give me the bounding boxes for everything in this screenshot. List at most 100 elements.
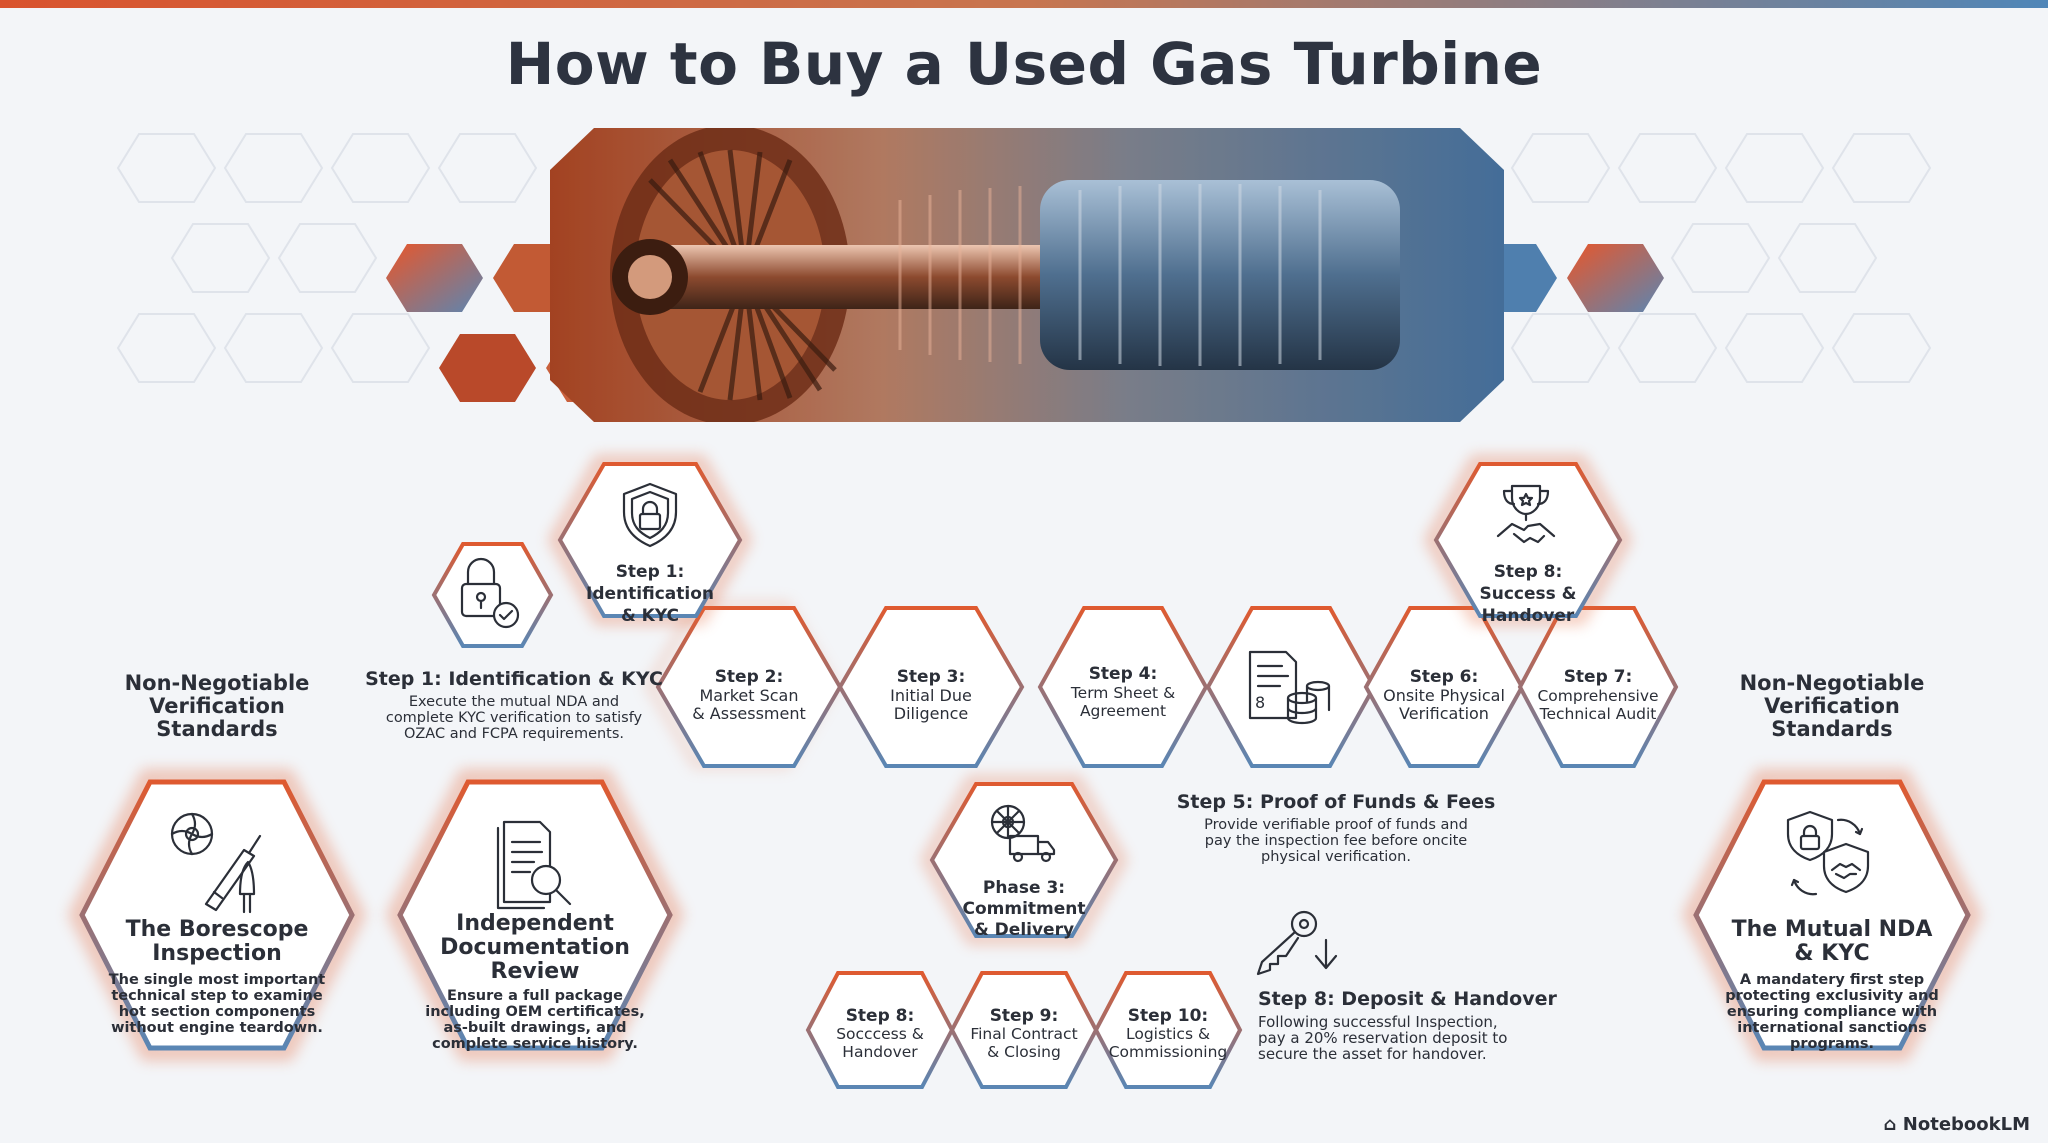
hex-step-1[interactable]: Step 1: Identification & KYC	[547, 455, 753, 626]
callout-step-8: Step 8: Deposit & Handover Following suc…	[1256, 910, 1557, 1063]
callout-step-1: Step 1: Identification & KYC Execute the…	[365, 668, 663, 742]
trophy-handshake-icon	[1496, 484, 1556, 544]
step-2-line-2: Market Scan	[700, 686, 799, 705]
callout-step-8-body-1: Following successful Inspection,	[1258, 1013, 1498, 1031]
step-8-top-line-2: Success &	[1479, 584, 1576, 604]
borescope-body-2: technical step to examine	[111, 988, 323, 1004]
right-heading-line-2: Verification	[1764, 694, 1900, 718]
doc-review-title-3: Review	[491, 959, 580, 984]
step-8b-line-1: Step 8:	[846, 1006, 915, 1026]
callout-step-1-body-2: complete KYC verification to satisfy	[386, 710, 643, 726]
step-7-line-2: Comprehensive	[1537, 687, 1658, 705]
hex-step-4[interactable]: Step 4: Term Sheet & Agreement	[1037, 606, 1209, 768]
step-7-line-1: Step 7:	[1564, 667, 1633, 687]
nda-body-1: A mandatery first step	[1740, 972, 1924, 988]
step-1-line-1: Step 1:	[616, 562, 685, 582]
hex-phase-3[interactable]: Phase 3: Commitment & Delivery	[919, 775, 1129, 945]
brand-footer: ⌂ NotebookLM	[1884, 1114, 2030, 1135]
brand-label: NotebookLM	[1902, 1114, 2030, 1135]
step-9-line-2: Final Contract	[970, 1025, 1077, 1043]
doc-review-title-1: Independent	[456, 911, 614, 936]
callout-step-8-body-2: pay a 20% reservation deposit to	[1258, 1029, 1507, 1047]
callout-step-1-body-3: OZAC and FCPA requirements.	[404, 726, 624, 742]
step-6-line-1: Step 6:	[1410, 667, 1479, 687]
step-3-line-3: Diligence	[894, 704, 968, 723]
turbine-hero-image	[550, 128, 1504, 422]
borescope-body-3: hot section components	[119, 1004, 316, 1020]
shield-lock-icon	[622, 482, 678, 548]
hex-step-2[interactable]: Step 2: Market Scan & Assessment	[644, 601, 843, 769]
nda-title-1: The Mutual NDA	[1732, 917, 1933, 942]
hex-step-8-bottom[interactable]: Step 8: Socccess & Handover	[805, 971, 955, 1089]
step-3-line-1: Step 3:	[897, 667, 966, 687]
callout-step-8-title: Step 8: Deposit & Handover	[1258, 988, 1557, 1010]
doc-review-body-1: Ensure a full package	[447, 988, 623, 1004]
nda-body-4: international sanctions	[1737, 1020, 1926, 1036]
hex-step-8-success[interactable]: Step 8: Success & Handover	[1423, 455, 1633, 626]
step-2-line-3: & Assessment	[692, 704, 806, 723]
lock-check-icon	[460, 557, 520, 629]
turbine-truck-icon	[990, 804, 1056, 863]
right-verification-panel: Non-Negotiable Verification Standards Th…	[1681, 671, 1983, 1061]
hex-step-7[interactable]: Step 7: Comprehensive Technical Audit	[1517, 606, 1679, 768]
hex-step-10[interactable]: Step 10: Logistics & Commissioning	[1093, 971, 1243, 1089]
step-10-line-3: Commissioning	[1109, 1043, 1228, 1061]
card-mutual-nda-kyc[interactable]: The Mutual NDA & KYC A mandatery first s…	[1681, 769, 1983, 1061]
notebook-icon: ⌂	[1883, 1114, 1897, 1135]
step-6-line-2: Onsite Physical	[1383, 686, 1505, 705]
phase-3-line-3: & Delivery	[974, 920, 1074, 940]
left-heading-line-3: Standards	[156, 717, 277, 741]
borescope-body-1: The single most important	[109, 972, 326, 988]
callout-step-1-body-1: Execute the mutual NDA and	[409, 694, 619, 710]
doc-review-body-3: as-built drawings, and	[443, 1020, 626, 1036]
right-heading-line-1: Non-Negotiable	[1740, 671, 1925, 695]
phase-3-line-1: Phase 3:	[983, 878, 1065, 898]
step-4-line-2: Term Sheet &	[1070, 684, 1175, 702]
borescope-body-4: without engine teardown.	[111, 1020, 323, 1036]
left-heading-line-1: Non-Negotiable	[125, 671, 310, 695]
step-2-line-1: Step 2:	[715, 667, 784, 687]
nda-title-2: & KYC	[1794, 941, 1869, 966]
hex-step-5[interactable]: 8	[1205, 606, 1377, 768]
doc-review-body-2: including OEM certificates,	[425, 1004, 645, 1020]
step-1-line-3: & KYC	[621, 606, 679, 626]
step-9-line-1: Step 9:	[990, 1006, 1059, 1026]
borescope-icon	[170, 812, 262, 914]
right-heading-line-3: Standards	[1771, 717, 1892, 741]
process-hex-chain: Step 2: Market Scan & Assessment Step 3:…	[431, 455, 1679, 1089]
nda-body-2: protecting exclusivity and	[1725, 988, 1939, 1004]
step-1-line-2: Identification	[586, 584, 714, 604]
borescope-title-2: Inspection	[152, 941, 282, 966]
step-10-line-2: Logistics &	[1126, 1025, 1210, 1043]
svg-text:8: 8	[1255, 693, 1265, 712]
callout-step-5-title: Step 5: Proof of Funds & Fees	[1177, 791, 1496, 813]
key-download-icon	[1256, 910, 1338, 976]
card-borescope-inspection[interactable]: The Borescope Inspection The single most…	[67, 769, 367, 1061]
nda-handshake-icon	[1786, 810, 1870, 896]
step-4-line-1: Step 4:	[1089, 664, 1158, 684]
callout-step-8-body-3: secure the asset for handover.	[1258, 1045, 1487, 1063]
page-title: How to Buy a Used Gas Turbine	[505, 30, 1543, 98]
hex-step-3[interactable]: Step 3: Initial Due Diligence	[837, 606, 1025, 768]
step-8b-line-2: Socccess &	[836, 1025, 924, 1043]
step-8-top-line-1: Step 8:	[1494, 562, 1563, 582]
step-3-line-2: Initial Due	[890, 686, 972, 705]
step-4-line-3: Agreement	[1080, 702, 1166, 720]
step-8b-line-3: Handover	[842, 1043, 918, 1061]
callout-step-1-title: Step 1: Identification & KYC	[365, 668, 663, 690]
hex-step-9[interactable]: Step 9: Final Contract & Closing	[949, 971, 1099, 1089]
callout-step-5: Step 5: Proof of Funds & Fees Provide ve…	[1177, 791, 1496, 865]
nda-body-3: ensuring compliance with	[1727, 1004, 1937, 1020]
step-7-line-3: Technical Audit	[1539, 705, 1657, 723]
proof-of-funds-icon: 8	[1248, 650, 1331, 725]
hex-step-6[interactable]: Step 6: Onsite Physical Verification	[1363, 606, 1525, 768]
left-heading-line-2: Verification	[149, 694, 285, 718]
step-6-line-3: Verification	[1399, 704, 1489, 723]
callout-step-5-body-2: pay the inspection fee before oncite	[1205, 833, 1468, 849]
doc-review-body-4: complete service history.	[432, 1036, 638, 1052]
card-documentation-review[interactable]: Independent Documentation Review Ensure …	[385, 769, 685, 1061]
step-10-line-1: Step 10:	[1128, 1006, 1208, 1026]
document-search-icon	[496, 820, 572, 910]
background-hex-pattern	[116, 133, 1932, 383]
